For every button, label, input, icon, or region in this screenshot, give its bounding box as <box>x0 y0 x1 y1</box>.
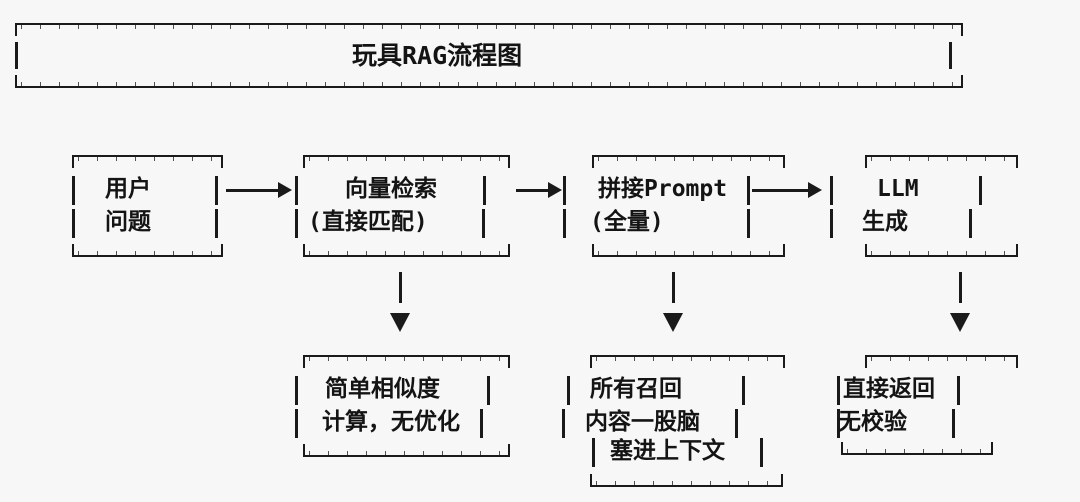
box-border-bottom <box>303 444 510 457</box>
box-border-right <box>483 176 486 205</box>
box-border-left <box>563 209 566 238</box>
flow-box-vector-search: 向量检索 (直接匹配) <box>295 155 510 257</box>
box-border-left <box>837 409 840 438</box>
box-border-right <box>480 409 483 438</box>
box-border-left <box>830 209 833 238</box>
box-label-line: 向量检索 <box>345 176 437 202</box>
box-border-left <box>15 42 18 69</box>
box-border-top <box>303 155 510 168</box>
box-label-line: (全量) <box>590 209 664 235</box>
box-border-bottom <box>15 75 963 88</box>
box-border-right <box>735 409 738 438</box>
box-border-left <box>567 376 570 405</box>
box-label-line: LLM <box>877 176 919 202</box>
box-border-bottom <box>590 474 783 487</box>
arrow-prompt-to-llm <box>752 183 822 197</box>
note-text-line: 塞进上下文 <box>610 438 725 464</box>
arrow-llm-to-note <box>951 272 969 332</box>
box-border-top <box>15 23 963 36</box>
box-border-left <box>295 409 298 438</box>
box-border-bottom <box>841 442 993 455</box>
box-border-right <box>957 376 960 405</box>
box-border-top <box>590 355 785 368</box>
box-label-line: 问题 <box>105 209 151 235</box>
box-border-left <box>837 376 840 405</box>
box-border-right <box>952 409 955 438</box>
box-border-left <box>563 176 566 205</box>
box-border-right <box>487 376 490 405</box>
box-label-line: (直接匹配) <box>308 209 428 235</box>
box-border-right <box>215 209 218 238</box>
box-border-right <box>969 209 972 238</box>
box-border-right <box>215 176 218 205</box>
box-border-right <box>747 176 750 205</box>
note-text-line: 无校验 <box>838 409 907 435</box>
box-label-line: 生成 <box>862 209 908 235</box>
note-box-direct-return: 直接返回 无校验 <box>830 355 1018 455</box>
box-border-left <box>295 209 298 238</box>
note-box-similarity: 简单相似度 计算，无优化 <box>295 355 510 457</box>
note-text-line: 简单相似度 <box>325 376 440 402</box>
box-label-line: 拼接Prompt <box>598 176 728 202</box>
flowchart-title-box: 玩具RAG流程图 <box>15 23 963 88</box>
box-border-bottom <box>865 244 1018 257</box>
box-border-top <box>865 355 1018 368</box>
box-border-top <box>592 155 785 168</box>
note-text-line: 计算，无优化 <box>322 409 460 435</box>
flow-box-user-question: 用户 问题 <box>72 155 223 257</box>
box-border-bottom <box>592 244 785 257</box>
box-border-bottom <box>303 244 510 257</box>
note-box-context-stuffing: 所有召回 内容一股脑 塞进上下文 <box>560 355 785 487</box>
box-border-top <box>865 155 1018 168</box>
box-border-top <box>303 355 510 368</box>
box-border-left <box>72 209 75 238</box>
box-border-left <box>592 438 595 467</box>
box-border-left <box>72 176 75 205</box>
box-border-bottom <box>72 244 223 257</box>
box-border-right <box>979 176 982 205</box>
box-border-left <box>295 176 298 205</box>
flowchart-title: 玩具RAG流程图 <box>352 41 523 70</box>
box-border-left <box>295 376 298 405</box>
box-border-top <box>72 155 223 168</box>
arrow-vector-to-prompt <box>516 183 562 197</box>
box-border-left <box>830 176 833 205</box>
box-border-left <box>562 409 565 438</box>
note-text-line: 内容一股脑 <box>585 409 700 435</box>
arrow-vector-to-note <box>391 272 409 332</box>
arrow-prompt-to-note <box>664 272 682 332</box>
flow-box-prompt-concat: 拼接Prompt (全量) <box>563 155 785 257</box>
box-border-right <box>760 438 763 467</box>
box-border-right <box>747 209 750 238</box>
box-border-right <box>949 42 952 69</box>
note-text-line: 所有召回 <box>590 376 682 402</box>
box-border-right <box>482 209 485 238</box>
note-text-line: 直接返回 <box>843 376 935 402</box>
box-label-line: 用户 <box>105 176 151 202</box>
flow-box-llm-generate: LLM 生成 <box>828 155 1018 257</box>
arrow-user-to-vector <box>226 183 292 197</box>
box-border-right <box>742 376 745 405</box>
